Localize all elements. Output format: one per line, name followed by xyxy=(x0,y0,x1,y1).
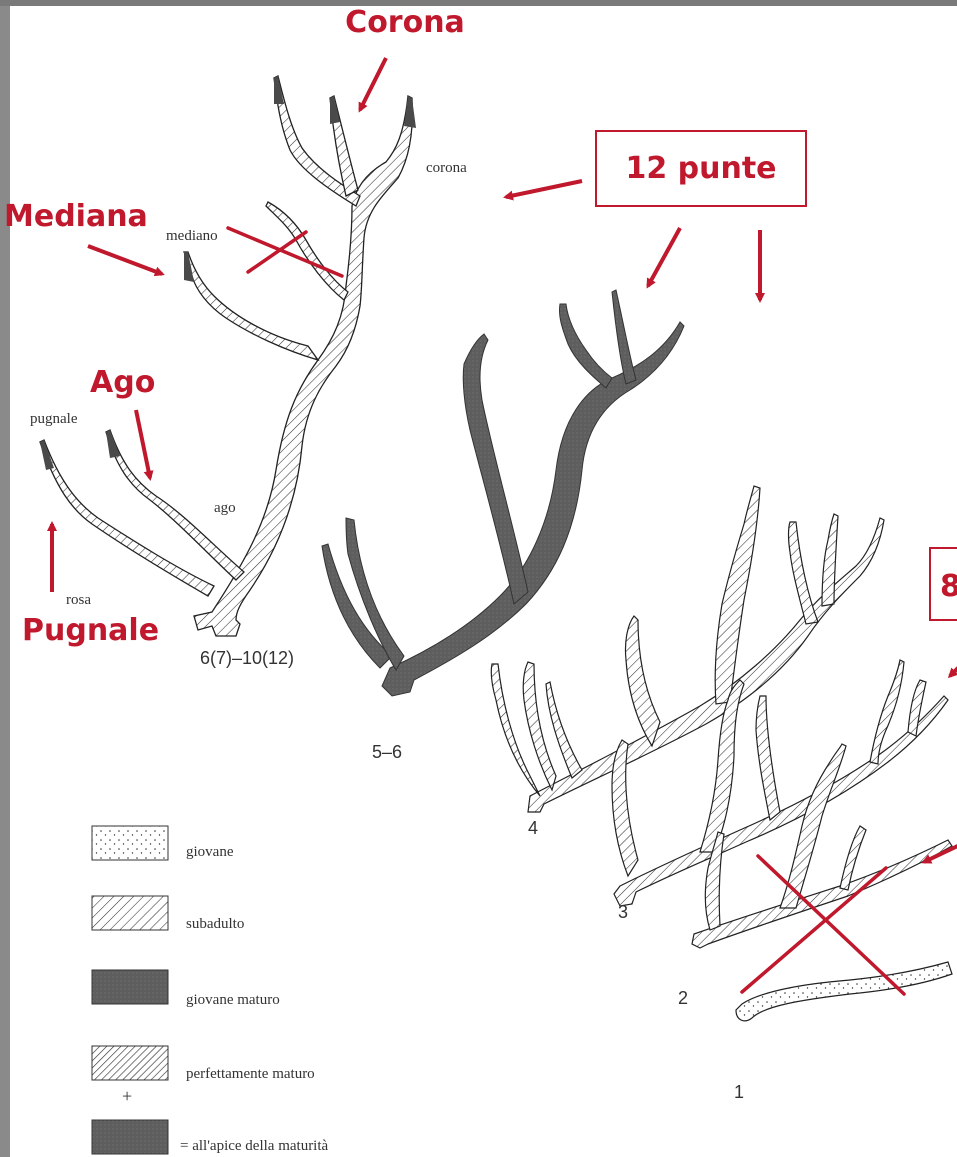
legend: giovane subadulto giovane maturo perfett… xyxy=(92,826,329,1154)
legend-swatch-perfettamente-maturo xyxy=(92,1046,168,1080)
arrow-mediana xyxy=(88,246,162,274)
arrow-corona xyxy=(360,58,386,110)
age-label-6-12: 6(7)–10(12) xyxy=(200,648,294,668)
legend-label-giovane: giovane xyxy=(186,844,234,860)
age-label-5-6: 5–6 xyxy=(372,742,402,762)
legend-label-perfettamente-maturo: perfettamente maturo xyxy=(186,1066,315,1082)
legend-swatch-subadulto xyxy=(92,896,168,930)
legend-swatch-giovane-maturo xyxy=(92,970,168,1004)
arrow-12-punte-mid xyxy=(648,228,680,286)
label-corona: corona xyxy=(426,160,467,176)
legend-label-giovane-maturo: giovane maturo xyxy=(186,992,280,1008)
red-arrows xyxy=(52,58,957,862)
legend-label-subadulto: subadulto xyxy=(186,916,244,932)
callout-pugnale: Pugnale xyxy=(22,613,159,648)
arrow-12-punte-left xyxy=(506,181,582,197)
arrow-right-edge-1 xyxy=(950,664,957,676)
label-mediano: mediano xyxy=(166,228,218,244)
legend-label-apice: = all'apice della maturità xyxy=(180,1138,329,1154)
arrow-ago xyxy=(136,410,150,478)
cross-mark-mediano xyxy=(228,228,342,276)
callout-12-punte: 12 punte xyxy=(625,151,776,186)
callout-mediana: Mediana xyxy=(4,199,148,234)
age-label-2: 2 xyxy=(678,988,688,1008)
age-label-1: 1 xyxy=(734,1082,744,1102)
left-border-strip xyxy=(0,0,10,1157)
callout-corona: Corona xyxy=(345,5,465,40)
label-rosa: rosa xyxy=(66,592,91,608)
label-pugnale: pugnale xyxy=(30,411,78,427)
legend-swatch-giovane xyxy=(92,826,168,860)
legend-plus-sign: + xyxy=(122,1086,132,1106)
callout-8-partial: 8 xyxy=(940,569,957,604)
age-label-3: 3 xyxy=(618,902,628,922)
callout-ago: Ago xyxy=(90,365,155,400)
label-ago: ago xyxy=(214,500,236,516)
legend-swatch-apice xyxy=(92,1120,168,1154)
top-border-strip xyxy=(0,0,957,6)
age-label-4: 4 xyxy=(528,818,538,838)
